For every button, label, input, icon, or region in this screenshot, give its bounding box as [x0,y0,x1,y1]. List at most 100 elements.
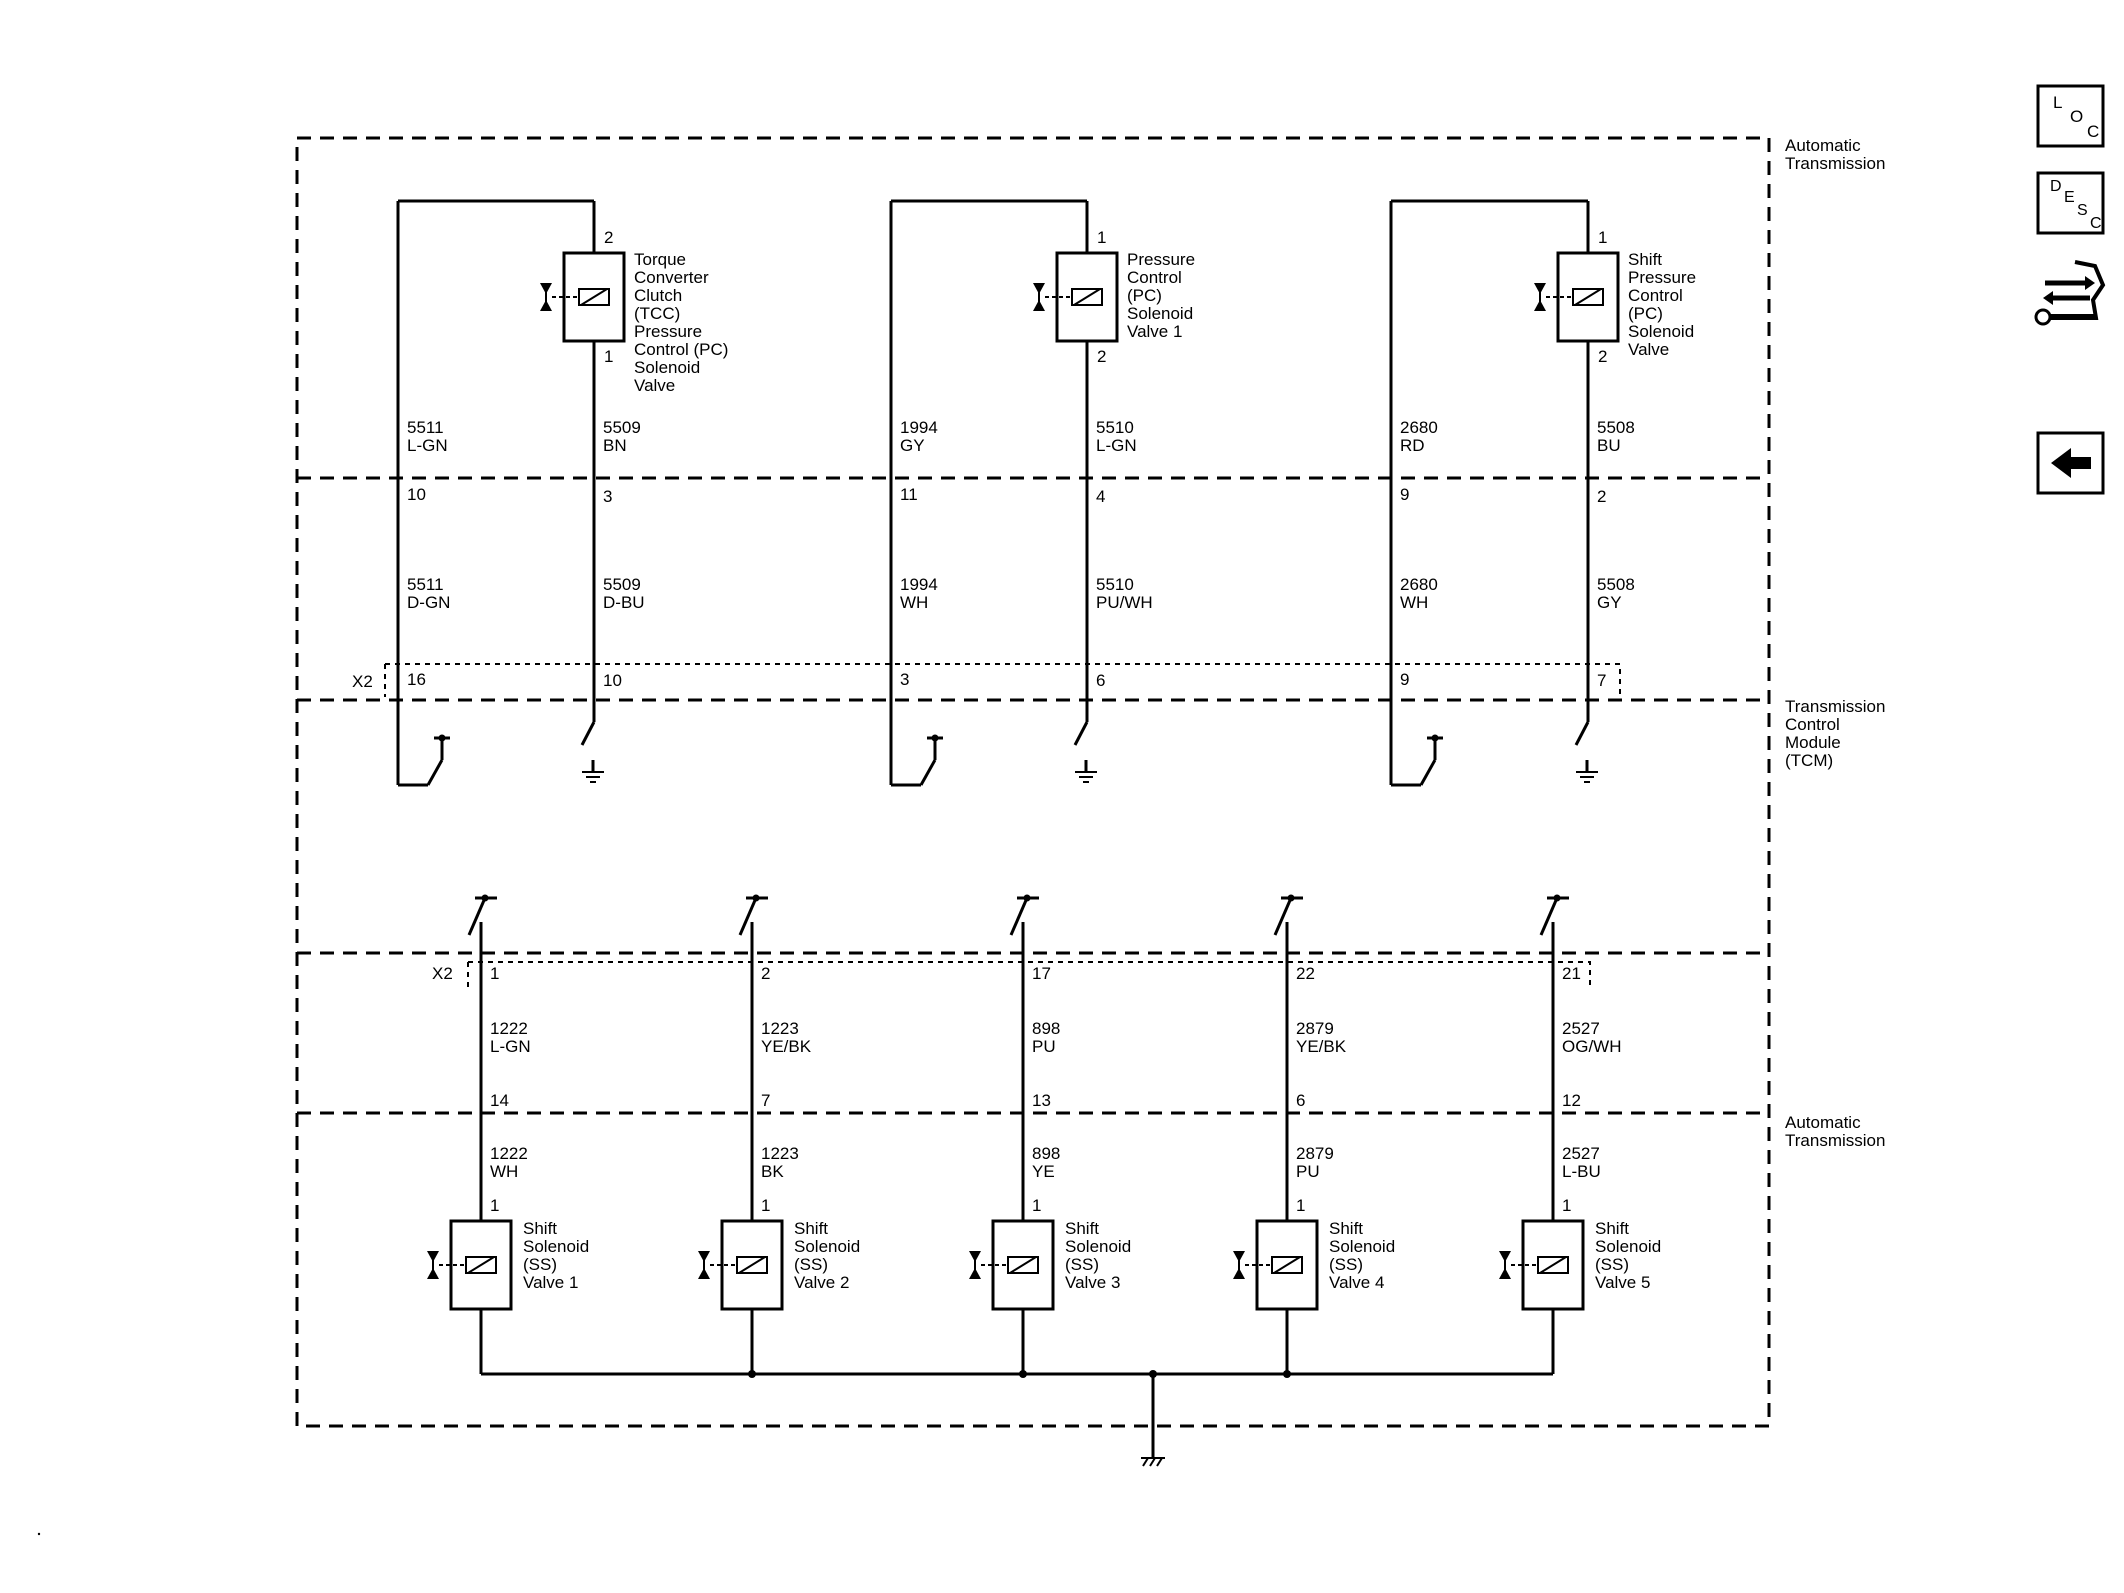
region-label: Transmission [1785,154,1885,173]
wire-label: PU [1296,1162,1320,1181]
wire-label: 5510 [1096,575,1134,594]
back-button[interactable] [2036,431,2105,495]
wire-label: L-GN [490,1037,531,1056]
pin-label: 11 [900,485,918,504]
wire-label: D-BU [603,593,645,612]
connector-label: X2 [432,964,453,983]
adjust-arrow-down [698,1251,710,1262]
solenoid-name: Shift [794,1219,828,1238]
wire-label: 898 [1032,1144,1060,1163]
pin-label: 1 [490,964,499,983]
pin-label: 2 [1097,347,1106,366]
switch-blade [1539,897,1559,936]
coil-slash [1273,1256,1301,1274]
coil-symbol [1537,1256,1569,1274]
icon-outline [2074,260,2106,320]
solenoid-name: Shift [1329,1219,1363,1238]
connector-label: X2 [352,672,373,691]
solenoid-name: Valve 1 [1127,322,1182,341]
ground-icon [1075,760,1097,783]
pin-label: 14 [490,1091,509,1110]
wire-label: 1222 [490,1144,528,1163]
wire-label: BU [1597,436,1621,455]
wire-label: PU [1032,1037,1056,1056]
schematic-frame [295,136,1771,1428]
ground-hatch-2 [1156,1457,1163,1467]
wire-label: 5508 [1597,575,1635,594]
pin-label: 12 [1562,1091,1581,1110]
solenoid-name: Valve 3 [1065,1273,1120,1292]
icon-arrowhead-right [2085,276,2095,290]
wire-label: 898 [1032,1019,1060,1038]
nav-button-frame [2036,171,2105,235]
pin-label: 13 [1032,1091,1051,1110]
coil-symbol [1071,288,1103,306]
shift-solenoid-2 [698,1219,784,1311]
solenoid-name: (SS) [1595,1255,1629,1274]
supply-switch [919,759,937,786]
solenoid-name: Solenoid [523,1237,589,1256]
pin-label: 2 [1598,347,1607,366]
ground-hatch-1 [1149,1457,1156,1467]
coil-symbol [1572,288,1604,306]
solenoid-name: (PC) [1628,304,1663,323]
pin-label: 7 [761,1091,770,1110]
solenoid-name: Shift [1595,1219,1629,1238]
solenoid-name: (SS) [523,1255,557,1274]
coil-slash [580,288,608,306]
switch-blade [738,897,758,936]
wire-label: D-GN [407,593,450,612]
wire-label: 5509 [603,418,641,437]
icon-wrench-head [2034,308,2052,326]
wire-label: GY [1597,593,1622,612]
pin-label: 1 [1598,228,1607,247]
icon-arrowhead-left [2043,291,2053,305]
shift-solenoid-3 [969,1219,1055,1311]
adjust-arrow-up [969,1268,981,1279]
adjust-arrow-down [1534,283,1546,294]
solenoid-name: Solenoid [794,1237,860,1256]
wire-label: 2527 [1562,1144,1600,1163]
wire-label: WH [490,1162,518,1181]
solenoid-valve-1 [1033,251,1119,343]
wire-label: BK [761,1162,784,1181]
supply-switch [426,759,444,786]
solenoid-name: Valve 1 [523,1273,578,1292]
connector-end-view-icon[interactable] [2034,260,2106,326]
pin-label: 10 [407,485,426,504]
connector-x2-top [384,663,1621,697]
region-label: Transmission [1785,697,1885,716]
description-letter: C [2090,215,2102,232]
location-button[interactable]: LOC [2036,84,2105,148]
solenoid-name: Solenoid [1329,1237,1395,1256]
solenoid-name: Shift [1065,1219,1099,1238]
solenoid-name: Control [1127,268,1182,287]
wire-label: WH [1400,593,1428,612]
adjust-arrow-down [969,1251,981,1262]
solenoid-name: Clutch [634,286,682,305]
pin-label: 2 [1597,487,1606,506]
region-label: Module [1785,733,1841,752]
region-label: Control [1785,715,1840,734]
wire-label: RD [1400,436,1425,455]
description-letter: S [2077,202,2088,219]
coil-symbol [1007,1256,1039,1274]
solenoid-name: Solenoid [1065,1237,1131,1256]
shift-solenoid-1 [427,1219,513,1311]
wire-label: YE/BK [761,1037,812,1056]
pin-label: 1 [490,1196,499,1215]
wire-label: GY [900,436,925,455]
pin-label: 2 [761,964,770,983]
wire-label: L-GN [1096,436,1137,455]
ground-hatch-0 [1142,1457,1149,1467]
pin-label: 1 [1032,1196,1041,1215]
solenoid-name: Pressure [634,322,702,341]
wire-label: 1222 [490,1019,528,1038]
wire-label: 2879 [1296,1144,1334,1163]
coil-slash [738,1256,766,1274]
solenoid-name: Valve [634,376,675,395]
wire-label: PU/WH [1096,593,1153,612]
pin-label: 6 [1296,1091,1305,1110]
